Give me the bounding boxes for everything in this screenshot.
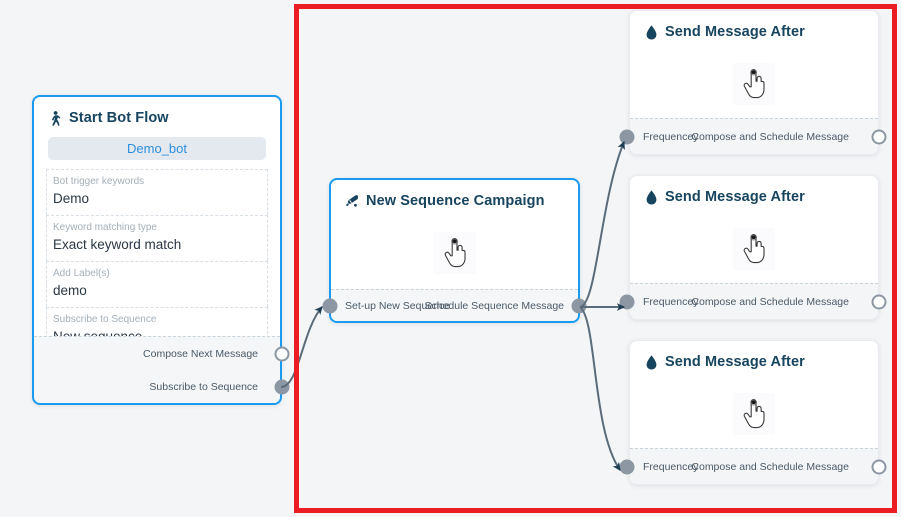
port-row[interactable]: Compose Next Message [34,337,290,370]
port-dot-compose-next-message[interactable] [274,346,290,361]
edge-sequence-to-message-1 [579,140,625,308]
port-row[interactable]: Frequencey Compose and Schedule Message [619,449,887,484]
port-dot-schedule-sequence-message[interactable] [571,298,587,313]
field-key: Keyword matching type [53,222,157,233]
node-ports: Frequencey Compose and Schedule Message [619,283,887,319]
port-label-compose-and-schedule-message: Compose and Schedule Message [691,130,849,143]
field-value: demo [53,283,87,298]
field-row[interactable]: Keyword matching type Exact keyword matc… [46,215,268,261]
pointing-hand-cursor-icon [733,393,775,435]
field-key: Subscribe to Sequence [53,314,157,325]
port-dot-subscribe-to-sequence[interactable] [274,379,290,394]
port-label-subscribe-to-sequence: Subscribe to Sequence [149,380,258,393]
node-title: Start Bot Flow [69,110,169,126]
port-row[interactable]: Set-up New Sequence Schedule Sequence Me… [322,290,587,321]
port-dot-frequencey[interactable] [619,459,635,474]
port-label-compose-and-schedule-message: Compose and Schedule Message [691,460,849,473]
node-send-message-after-1[interactable]: Send Message After Frequencey Compose an… [619,10,887,155]
port-label-compose-next-message: Compose Next Message [143,347,258,360]
node-title: Send Message After [665,189,805,205]
water-drop-icon [644,189,658,205]
node-ports: Frequencey Compose and Schedule Message [619,448,887,484]
water-drop-icon [644,354,658,370]
field-row[interactable]: Bot trigger keywords Demo [46,169,268,215]
port-label-frequencey: Frequencey [643,460,699,473]
node-title-row: Start Bot Flow [34,97,280,126]
node-title: New Sequence Campaign [366,193,545,209]
node-ports: Frequencey Compose and Schedule Message [619,118,887,154]
port-row[interactable]: Frequencey Compose and Schedule Message [619,119,887,154]
node-title-row: Send Message After [630,176,878,205]
megaphone-icon [345,193,359,209]
edge-sequence-to-message-3 [579,306,621,471]
pointing-hand-cursor-icon [733,63,775,105]
node-output-ports: Compose Next Message Subscribe to Sequen… [34,336,290,403]
port-row[interactable]: Frequencey Compose and Schedule Message [619,284,887,319]
field-row[interactable]: Add Label(s) demo [46,261,268,307]
port-dot-compose-and-schedule-message[interactable] [871,294,887,309]
port-label-frequencey: Frequencey [643,295,699,308]
port-dot-frequencey[interactable] [619,129,635,144]
water-drop-icon [644,24,658,40]
bot-name-pill[interactable]: Demo_bot [48,137,266,160]
node-ports: Set-up New Sequence Schedule Sequence Me… [322,289,587,321]
port-label-schedule-sequence-message: Schedule Sequence Message [424,299,564,312]
port-dot-compose-and-schedule-message[interactable] [871,459,887,474]
node-send-message-after-3[interactable]: Send Message After Frequencey Compose an… [619,340,887,485]
bot-field-list: Bot trigger keywords Demo Keyword matchi… [46,169,268,353]
edge-startbot-to-sequence [280,306,323,388]
node-title: Send Message After [665,354,805,370]
node-title-row: New Sequence Campaign [331,180,578,209]
walking-person-icon [48,110,62,126]
field-value: Exact keyword match [53,237,182,252]
port-dot-frequencey[interactable] [619,294,635,309]
node-send-message-after-2[interactable]: Send Message After Frequencey Compose an… [619,175,887,320]
field-key: Bot trigger keywords [53,176,145,187]
field-value: Demo [53,191,90,206]
node-title-row: Send Message After [630,11,878,40]
node-new-sequence-campaign[interactable]: New Sequence Campaign Set-up New Sequenc… [322,178,587,323]
port-label-frequencey: Frequencey [643,130,699,143]
port-label-compose-and-schedule-message: Compose and Schedule Message [691,295,849,308]
pointing-hand-cursor-icon [433,232,476,274]
port-dot-setup-new-sequence[interactable] [322,298,338,313]
node-title-row: Send Message After [630,341,878,370]
port-label-setup-new-sequence: Set-up New Sequence [345,299,451,312]
port-row[interactable]: Subscribe to Sequence [34,370,290,403]
port-dot-compose-and-schedule-message[interactable] [871,129,887,144]
field-key: Add Label(s) [53,268,110,279]
node-start-bot-flow[interactable]: Start Bot Flow Demo_bot Bot trigger keyw… [32,95,290,405]
node-title: Send Message After [665,24,805,40]
pointing-hand-cursor-icon [733,228,775,270]
